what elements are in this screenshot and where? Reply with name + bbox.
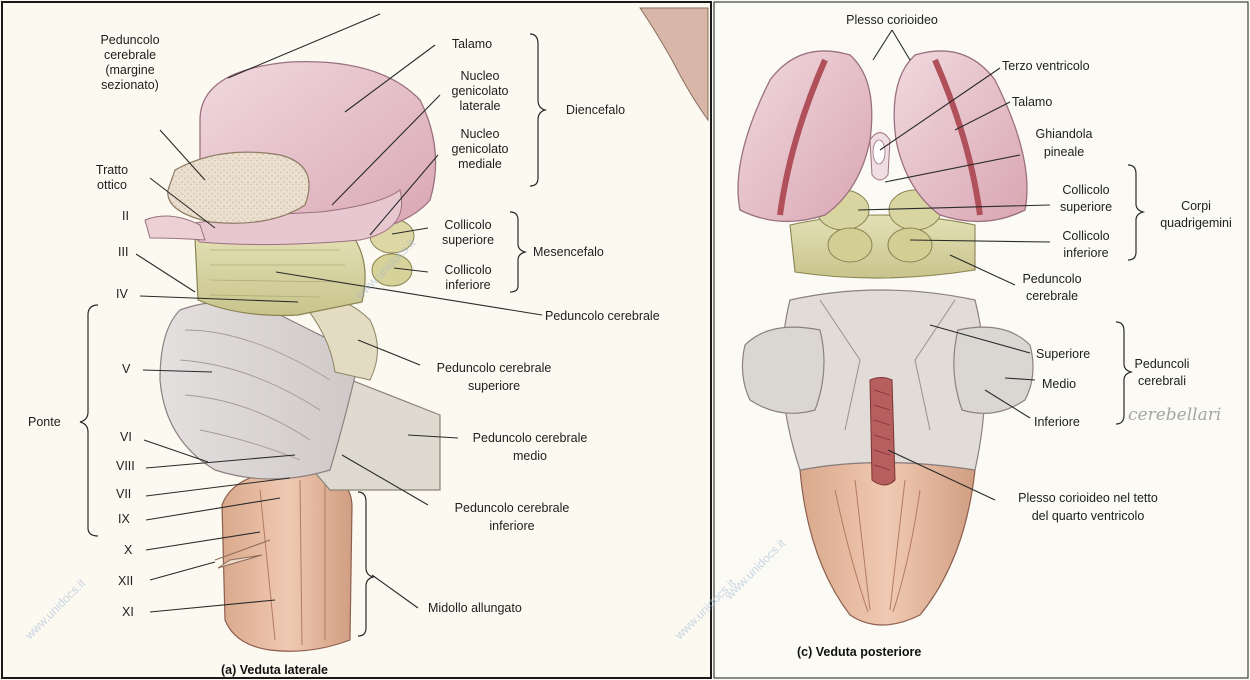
label-nerve-x: X: [124, 543, 133, 557]
label-nerve-viii: VIII: [116, 459, 135, 473]
label-medio: Medio: [1042, 377, 1076, 391]
label-talamo-posterior: Talamo: [1012, 95, 1052, 109]
label-midollo-allungato: Midollo allungato: [428, 601, 522, 615]
label-superiore: Superiore: [1036, 347, 1090, 361]
label-diencefalo: Diencefalo: [566, 103, 625, 117]
label-mesencefalo: Mesencefalo: [533, 245, 604, 259]
label-nerve-ii: II: [122, 209, 129, 223]
label-peduncolo-cerebrale-lateral: Peduncolo cerebrale: [545, 309, 660, 323]
label-plesso-corioideo: Plesso corioideo: [846, 13, 938, 27]
label-terzo-ventricolo: Terzo ventricolo: [1002, 59, 1090, 73]
handwritten-annotation: cerebellari: [1128, 405, 1221, 425]
caption-posterior: (c) Veduta posteriore: [797, 645, 921, 659]
label-nerve-ix: IX: [118, 512, 130, 526]
label-inferiore: Inferiore: [1034, 415, 1080, 429]
label-nerve-vii: VII: [116, 487, 131, 501]
post-inf-colliculus-right: [888, 228, 932, 262]
label-nerve-xii: XII: [118, 574, 133, 588]
label-nerve-v: V: [122, 362, 131, 376]
label-nerve-iii: III: [118, 245, 128, 259]
left-peduncle-cut: [742, 327, 824, 413]
label-talamo-lateral: Talamo: [452, 37, 492, 51]
label-ponte: Ponte: [28, 415, 61, 429]
caption-lateral: (a) Veduta laterale: [221, 663, 328, 677]
right-peduncle-cut: [954, 327, 1033, 413]
label-nerve-vi: VI: [120, 430, 132, 444]
label-nerve-xi: XI: [122, 605, 134, 619]
fourth-ventricle-plexus: [870, 378, 895, 486]
post-inf-colliculus-left: [828, 228, 872, 262]
label-nerve-iv: IV: [116, 287, 128, 301]
